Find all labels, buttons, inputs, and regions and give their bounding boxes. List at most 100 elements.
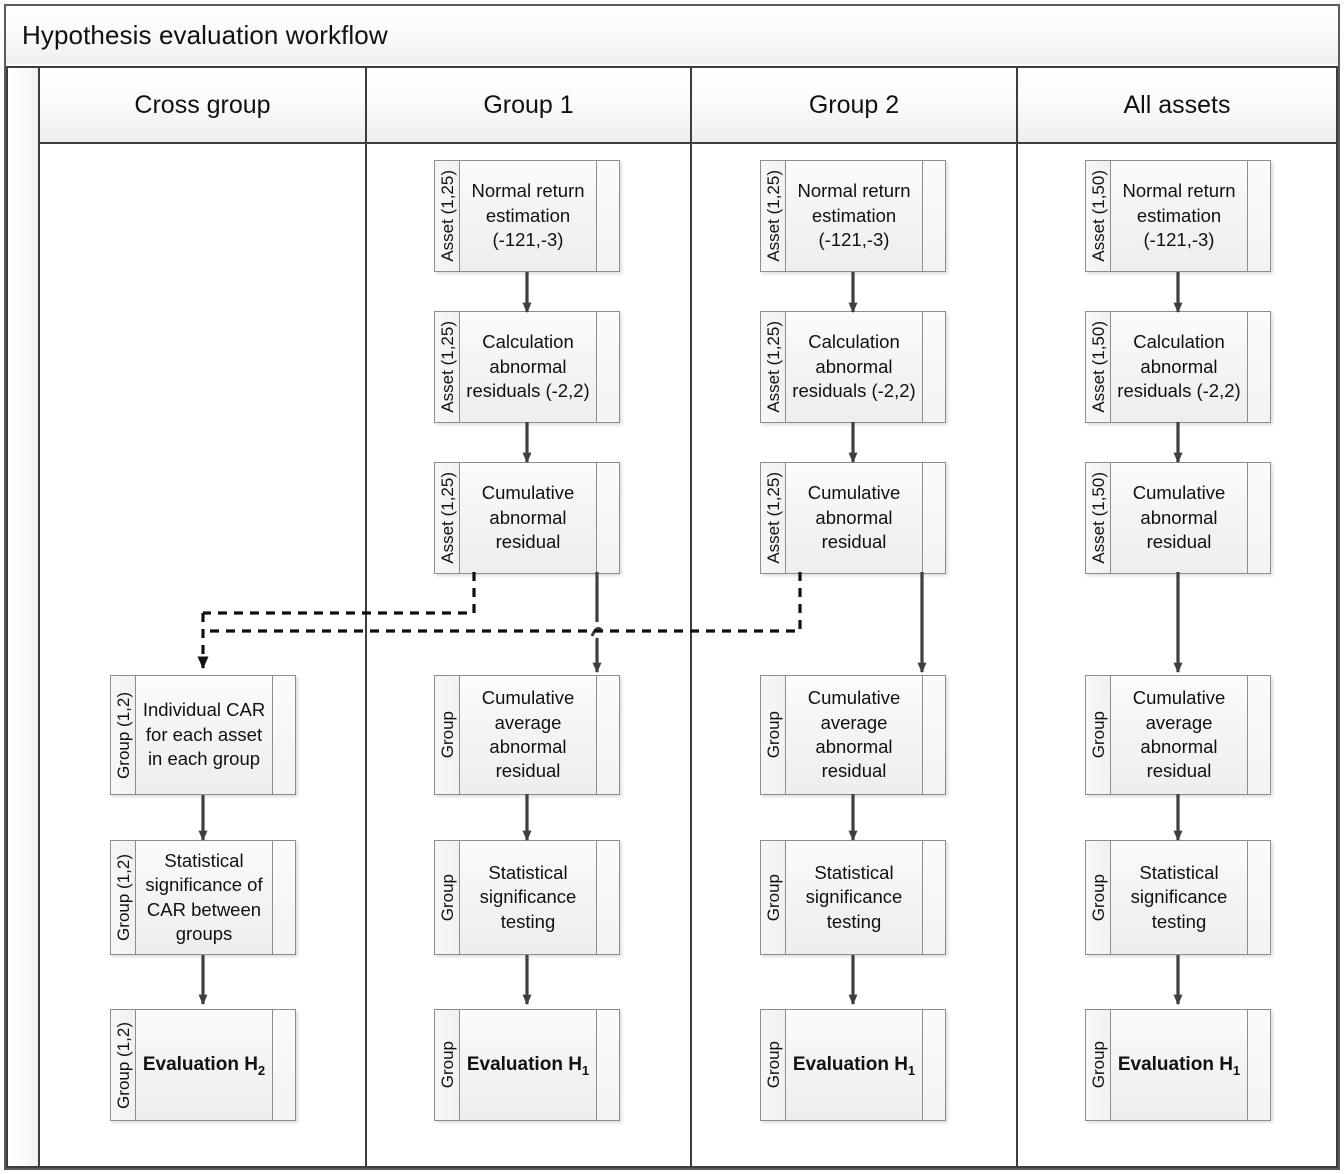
node-g2-statistical-significance-testing[interactable]: Group Statistical significance testing (760, 840, 946, 955)
node-side-label: Group (435, 841, 460, 954)
lane-title-group-2: Group 2 (808, 90, 900, 119)
node-end-strip (596, 312, 619, 422)
node-end-strip (1247, 161, 1270, 271)
node-text: Cumulative abnormal residual (807, 482, 901, 553)
diagram-title-band: Hypothesis evaluation workflow (6, 6, 1338, 64)
lane-title-all-assets: All assets (1123, 90, 1231, 119)
node-text: Calculation abnormal residuals (-2,2) (466, 331, 590, 402)
lane-title-cross-group: Cross group (134, 90, 271, 119)
node-body: Cumulative average abnormal residual (1111, 676, 1247, 794)
node-text: Normal return estimation (-121,-3) (797, 180, 911, 251)
node-side-label: Asset (1,25) (435, 161, 460, 271)
node-text: Cumulative average abnormal residual (481, 687, 575, 782)
node-text: Statistical significance testing (805, 861, 903, 932)
node-body: Statistical significance testing (1111, 841, 1247, 954)
node-body: Statistical significance testing (786, 841, 922, 954)
node-text: Evaluation H1 (792, 1053, 916, 1078)
node-text: Normal return estimation (-121,-3) (1122, 180, 1236, 251)
node-body: Normal return estimation (-121,-3) (786, 161, 922, 271)
node-text: Cumulative abnormal residual (481, 482, 575, 553)
node-body: Evaluation H1 (1111, 1010, 1247, 1120)
lane-header-group-1: Group 1 (367, 68, 690, 144)
node-body: Calculation abnormal residuals (-2,2) (786, 312, 922, 422)
node-g1-cumulative-average-abnormal-residual[interactable]: Group Cumulative average abnormal residu… (434, 675, 620, 795)
node-side-label: Group (1,2) (111, 1010, 136, 1120)
node-individual-car[interactable]: Group (1,2) Individual CAR for each asse… (110, 675, 296, 795)
node-all-statistical-significance-testing[interactable]: Group Statistical significance testing (1085, 840, 1271, 955)
node-side-label: Group (1086, 1010, 1111, 1120)
node-text: Statistical significance of CAR between … (145, 849, 263, 944)
node-end-strip (922, 463, 945, 573)
node-all-cumulative-abnormal-residual[interactable]: Asset (1,50) Cumulative abnormal residua… (1085, 462, 1271, 574)
node-end-strip (1247, 676, 1270, 794)
node-g1-cumulative-abnormal-residual[interactable]: Asset (1,25) Cumulative abnormal residua… (434, 462, 620, 574)
node-body: Individual CAR for each asset in each gr… (136, 676, 272, 794)
node-text: Individual CAR for each asset in each gr… (142, 699, 266, 770)
node-body: Evaluation H1 (460, 1010, 596, 1120)
node-all-cumulative-average-abnormal-residual[interactable]: Group Cumulative average abnormal residu… (1085, 675, 1271, 795)
node-g2-cumulative-average-abnormal-residual[interactable]: Group Cumulative average abnormal residu… (760, 675, 946, 795)
node-end-strip (596, 841, 619, 954)
node-side-label: Group (761, 841, 786, 954)
node-g1-calculation-abnormal-residuals[interactable]: Asset (1,25) Calculation abnormal residu… (434, 311, 620, 423)
node-body: Cumulative average abnormal residual (460, 676, 596, 794)
node-text: Calculation abnormal residuals (-2,2) (792, 331, 916, 402)
node-end-strip (922, 841, 945, 954)
node-body: Normal return estimation (-121,-3) (460, 161, 596, 271)
node-text: Cumulative average abnormal residual (1132, 687, 1226, 782)
node-side-label: Group (1086, 841, 1111, 954)
node-g2-calculation-abnormal-residuals[interactable]: Asset (1,25) Calculation abnormal residu… (760, 311, 946, 423)
node-end-strip (272, 1010, 295, 1120)
node-all-evaluation-h1[interactable]: Group Evaluation H1 (1085, 1009, 1271, 1121)
node-end-strip (1247, 841, 1270, 954)
node-g2-cumulative-abnormal-residual[interactable]: Asset (1,25) Cumulative abnormal residua… (760, 462, 946, 574)
node-end-strip (1247, 312, 1270, 422)
node-side-label: Asset (1,25) (761, 463, 786, 573)
node-cross-statistical-significance[interactable]: Group (1,2) Statistical significance of … (110, 840, 296, 955)
node-body: Statistical significance of CAR between … (136, 841, 272, 954)
node-side-label: Group (435, 676, 460, 794)
lane-cross-group: Cross group (40, 66, 367, 1168)
node-text: Statistical significance testing (1130, 861, 1228, 932)
node-text: Normal return estimation (-121,-3) (471, 180, 585, 251)
node-cross-evaluation-h2[interactable]: Group (1,2) Evaluation H2 (110, 1009, 296, 1121)
node-side-label: Asset (1,50) (1086, 463, 1111, 573)
node-end-strip (272, 841, 295, 954)
node-body: Cumulative average abnormal residual (786, 676, 922, 794)
node-body: Evaluation H1 (786, 1010, 922, 1120)
node-body: Statistical significance testing (460, 841, 596, 954)
node-side-label: Asset (1,25) (435, 463, 460, 573)
node-all-normal-return-estimation[interactable]: Asset (1,50) Normal return estimation (-… (1085, 160, 1271, 272)
node-side-label: Group (435, 1010, 460, 1120)
node-end-strip (596, 1010, 619, 1120)
node-side-label: Group (761, 676, 786, 794)
node-side-label: Group (1,2) (111, 841, 136, 954)
node-end-strip (1247, 463, 1270, 573)
node-side-label: Asset (1,25) (761, 161, 786, 271)
lane-header-group-2: Group 2 (692, 68, 1016, 144)
node-g2-evaluation-h1[interactable]: Group Evaluation H1 (760, 1009, 946, 1121)
node-end-strip (922, 312, 945, 422)
node-text: Evaluation H1 (1117, 1053, 1241, 1078)
page-title: Hypothesis evaluation workflow (22, 19, 388, 50)
node-end-strip (272, 676, 295, 794)
node-end-strip (596, 161, 619, 271)
node-body: Cumulative abnormal residual (460, 463, 596, 573)
node-text: Statistical significance testing (479, 861, 577, 932)
node-g1-normal-return-estimation[interactable]: Asset (1,25) Normal return estimation (-… (434, 160, 620, 272)
node-text: Cumulative abnormal residual (1132, 482, 1226, 553)
node-end-strip (596, 463, 619, 573)
node-body: Normal return estimation (-121,-3) (1111, 161, 1247, 271)
node-end-strip (596, 676, 619, 794)
node-g1-statistical-significance-testing[interactable]: Group Statistical significance testing (434, 840, 620, 955)
node-body: Evaluation H2 (136, 1010, 272, 1120)
node-g1-evaluation-h1[interactable]: Group Evaluation H1 (434, 1009, 620, 1121)
node-text: Calculation abnormal residuals (-2,2) (1117, 331, 1241, 402)
node-body: Cumulative abnormal residual (1111, 463, 1247, 573)
node-all-calculation-abnormal-residuals[interactable]: Asset (1,50) Calculation abnormal residu… (1085, 311, 1271, 423)
lane-header-cross-group: Cross group (40, 68, 365, 144)
node-side-label: Asset (1,50) (1086, 161, 1111, 271)
node-text: Evaluation H1 (466, 1053, 590, 1078)
node-g2-normal-return-estimation[interactable]: Asset (1,25) Normal return estimation (-… (760, 160, 946, 272)
